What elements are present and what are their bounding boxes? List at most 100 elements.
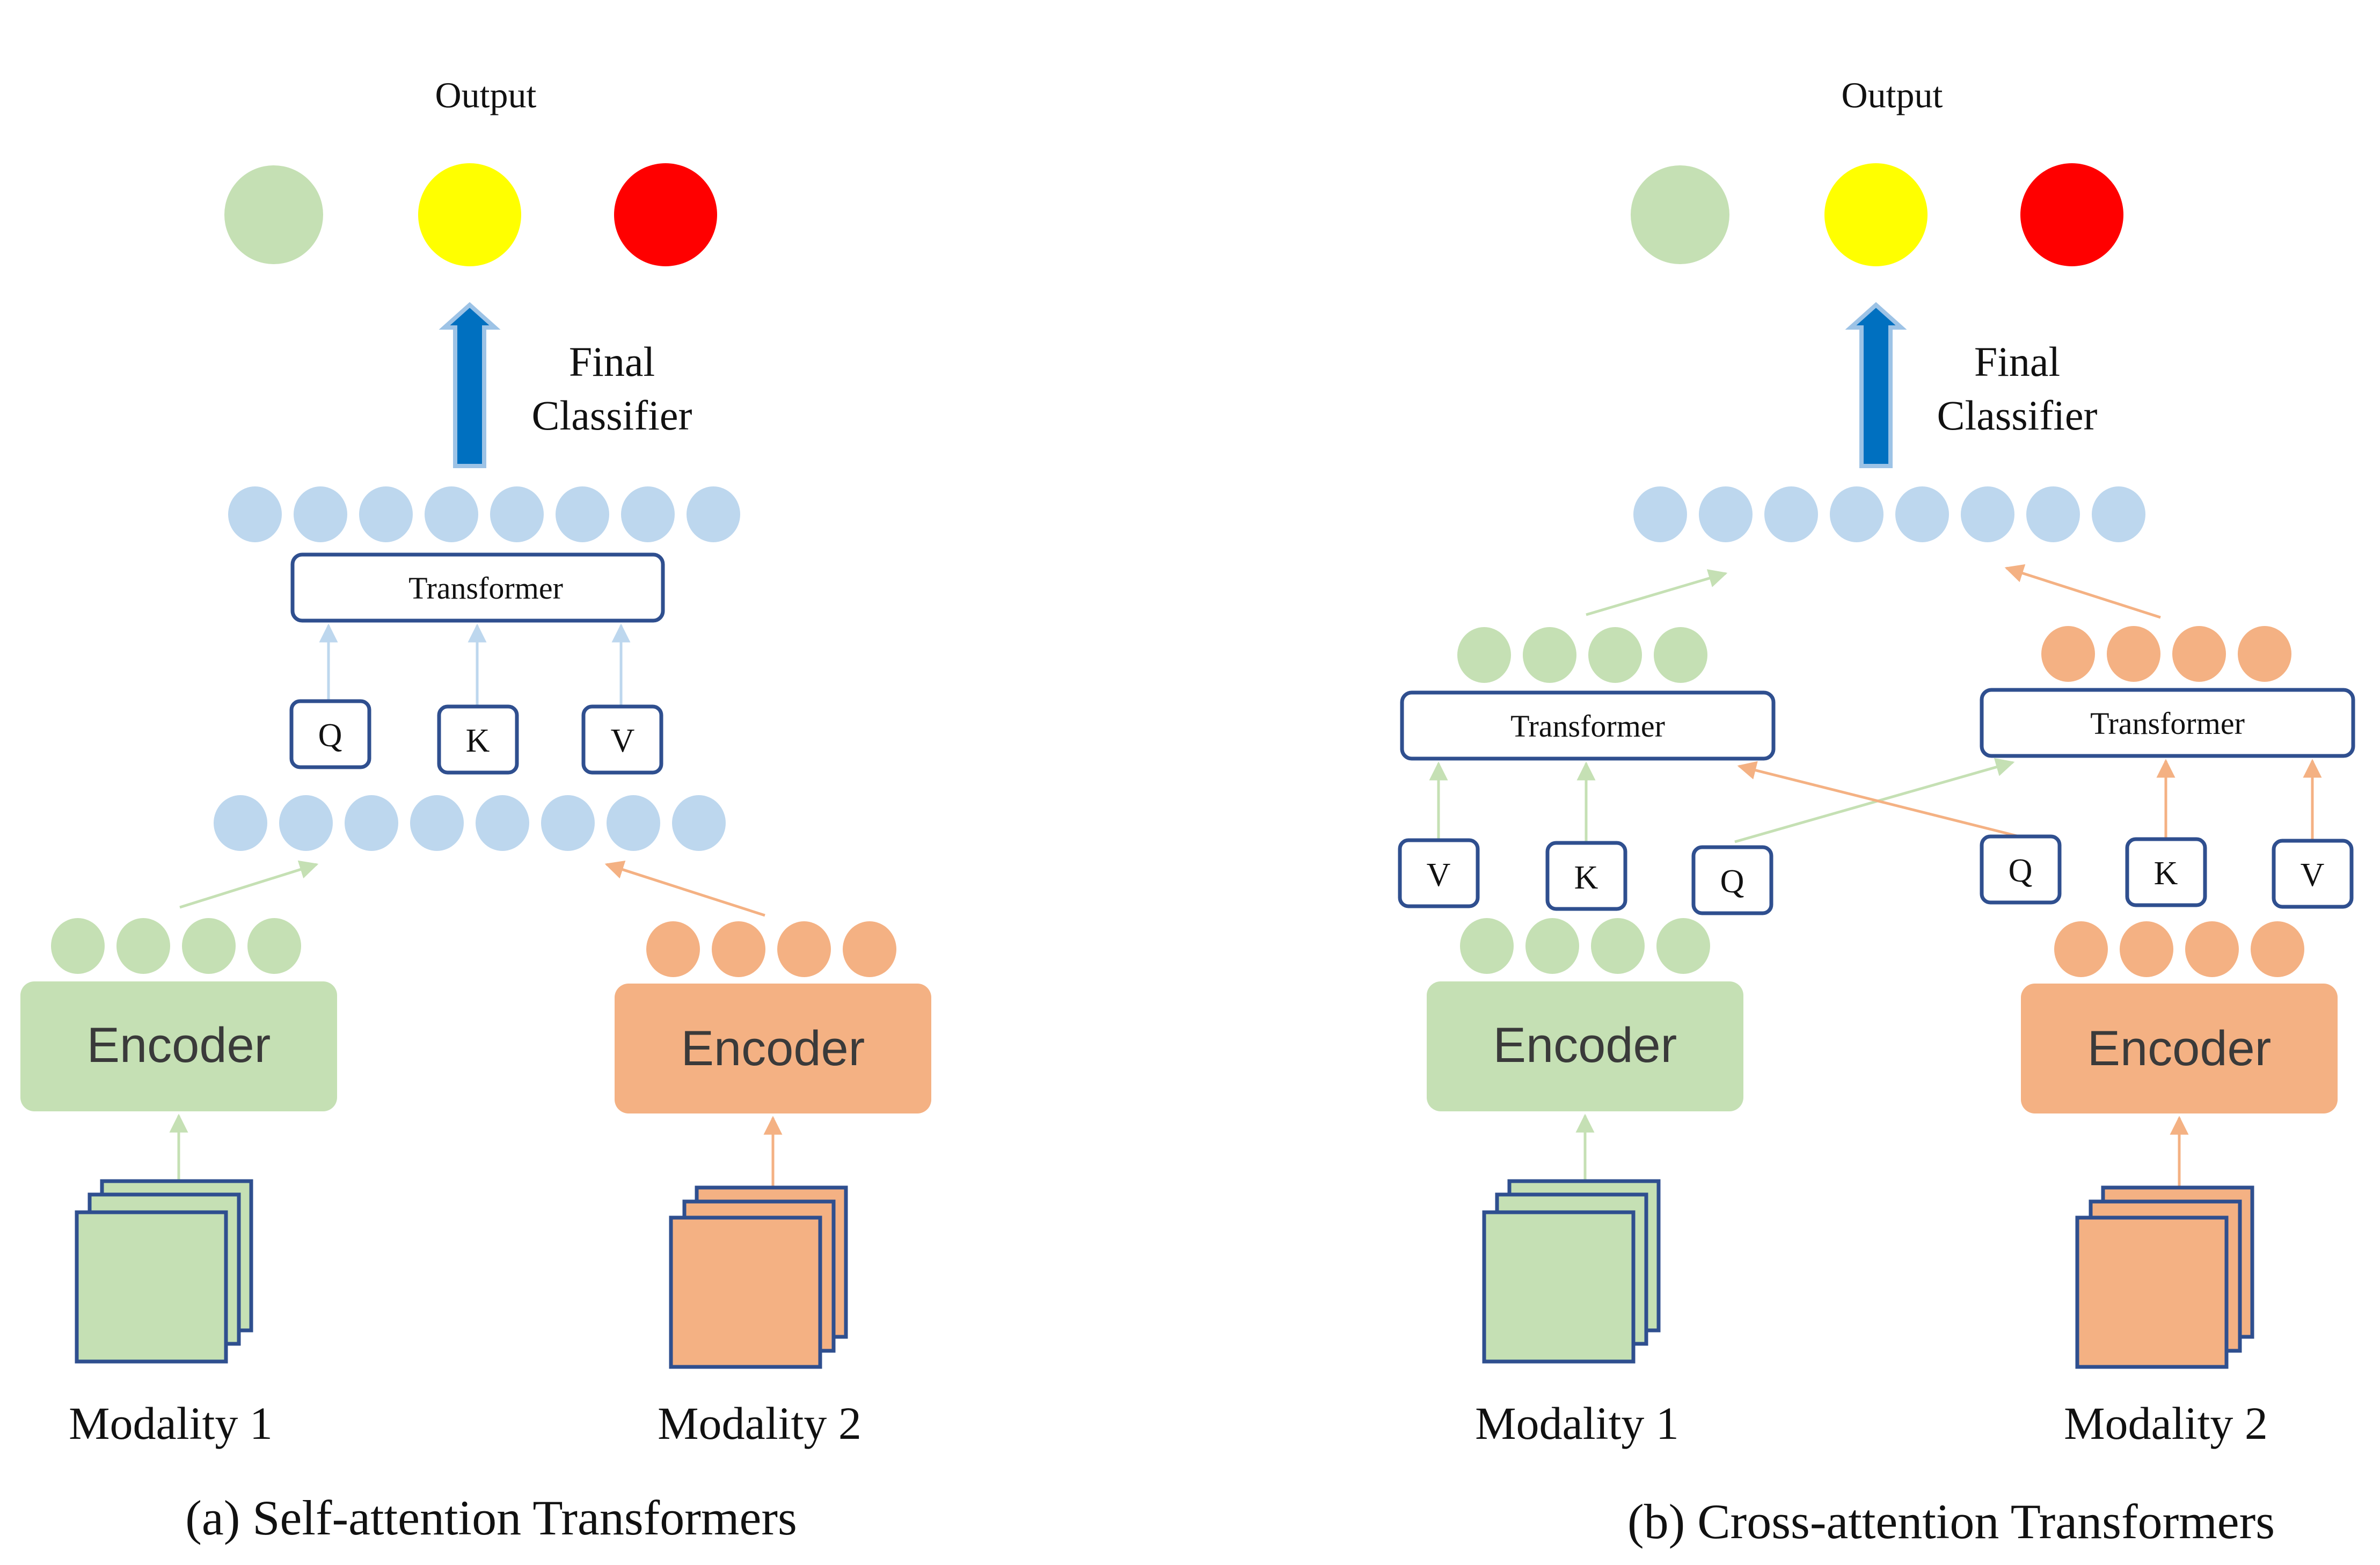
output-circle-red [614, 163, 717, 266]
output-circle-yellow [1824, 163, 1928, 266]
token [116, 918, 170, 974]
output-circle-green [1631, 165, 1729, 264]
output-label: Output [435, 75, 537, 115]
token [1457, 627, 1511, 683]
right-q-cross-arrow [1737, 761, 2020, 838]
caption-a: (a) Self-attention Transformers [185, 1490, 797, 1545]
token [1460, 918, 1514, 974]
token [672, 795, 726, 851]
token [51, 918, 105, 974]
green-merge-arrow [179, 860, 319, 909]
concatenated-tokens [214, 795, 726, 851]
modality1-input-stack [75, 1179, 253, 1364]
q-box [289, 699, 371, 769]
token [777, 921, 831, 977]
encoder-1-label: Encoder [87, 1018, 271, 1073]
token [1588, 627, 1642, 683]
token [2092, 486, 2145, 542]
encoder-2-label: Encoder [681, 1021, 865, 1076]
token [1830, 486, 1883, 542]
modality2-tokens [646, 921, 896, 977]
token [1656, 918, 1710, 974]
k-box [437, 704, 519, 775]
token [410, 795, 464, 851]
modality2-input-stack [2075, 1185, 2254, 1369]
orange-fuse-arrow [2004, 564, 2161, 619]
right-transformer-output-tokens [2041, 626, 2291, 682]
transformer-label: Transformer [408, 571, 563, 606]
left-transformer-output-tokens [1457, 627, 1707, 683]
panel-b: Output Final Classifier [1398, 75, 2355, 1549]
token [1699, 486, 1753, 542]
token [541, 795, 595, 851]
token [2054, 921, 2108, 977]
token [359, 486, 413, 542]
encoder-2 [615, 984, 931, 1113]
right-k-label: K [2154, 855, 2178, 892]
encoder-2 [2021, 984, 2338, 1113]
token [476, 795, 529, 851]
final-classifier-arrow [1845, 302, 1907, 468]
input-sheet [75, 1210, 228, 1364]
token [182, 918, 236, 974]
output-circle-red [2020, 163, 2123, 266]
right-v-label: V [2301, 857, 2325, 893]
encoder-1 [20, 981, 337, 1111]
token [490, 486, 544, 542]
left-q-label: Q [1720, 863, 1744, 900]
token [607, 795, 660, 851]
encoder-1 [1427, 981, 1743, 1111]
transformer-right-box [1980, 688, 2355, 758]
left-v-label: V [1427, 857, 1451, 893]
left-q-box [1691, 845, 1773, 915]
output-label: Output [1842, 75, 1943, 115]
transformer-right-label: Transformer [2090, 706, 2245, 741]
classifier-label-line-2: Classifier [1937, 392, 2098, 439]
token [687, 486, 740, 542]
left-k-box [1545, 841, 1627, 911]
token [1654, 627, 1707, 683]
right-q-box [1980, 834, 2062, 905]
token [2251, 921, 2304, 977]
right-k-box [2125, 837, 2207, 907]
transformer-output-tokens [228, 486, 740, 542]
input-sheet [1482, 1210, 1636, 1364]
transformer-left-box [1400, 690, 1776, 761]
classifier-label-line-1: Final [569, 338, 655, 385]
token [1525, 918, 1579, 974]
token [1523, 627, 1576, 683]
final-classifier-arrow [439, 302, 501, 468]
token [294, 486, 347, 542]
token [646, 921, 700, 977]
transformer-box [290, 552, 665, 623]
token [2238, 626, 2291, 682]
right-q-label: Q [2009, 853, 2033, 889]
token [214, 795, 267, 851]
k-label: K [466, 723, 490, 759]
token [1633, 486, 1687, 542]
token [1961, 486, 2014, 542]
token [2107, 626, 2160, 682]
modality1-label: Modality 1 [1475, 1397, 1679, 1449]
modality2-input-stack [669, 1185, 848, 1369]
modality1-tokens [1460, 918, 1710, 974]
token [1591, 918, 1645, 974]
modality2-tokens [2054, 921, 2304, 977]
classifier-label-line-1: Final [1974, 338, 2060, 385]
modality1-input-stack [1482, 1179, 1661, 1364]
token [228, 486, 282, 542]
token [2172, 626, 2226, 682]
modality2-label: Modality 2 [2064, 1397, 2268, 1449]
output-circle-green [224, 165, 323, 264]
encoder-1-label: Encoder [1493, 1018, 1677, 1073]
output-circle-yellow [418, 163, 521, 266]
token [843, 921, 896, 977]
token [247, 918, 301, 974]
fused-output-tokens [1633, 486, 2145, 542]
left-q-cross-arrow [1734, 758, 2015, 843]
token [2120, 921, 2173, 977]
modality1-label: Modality 1 [69, 1397, 273, 1449]
transformer-left-label: Transformer [1510, 709, 1665, 744]
modality2-label: Modality 2 [658, 1397, 862, 1449]
